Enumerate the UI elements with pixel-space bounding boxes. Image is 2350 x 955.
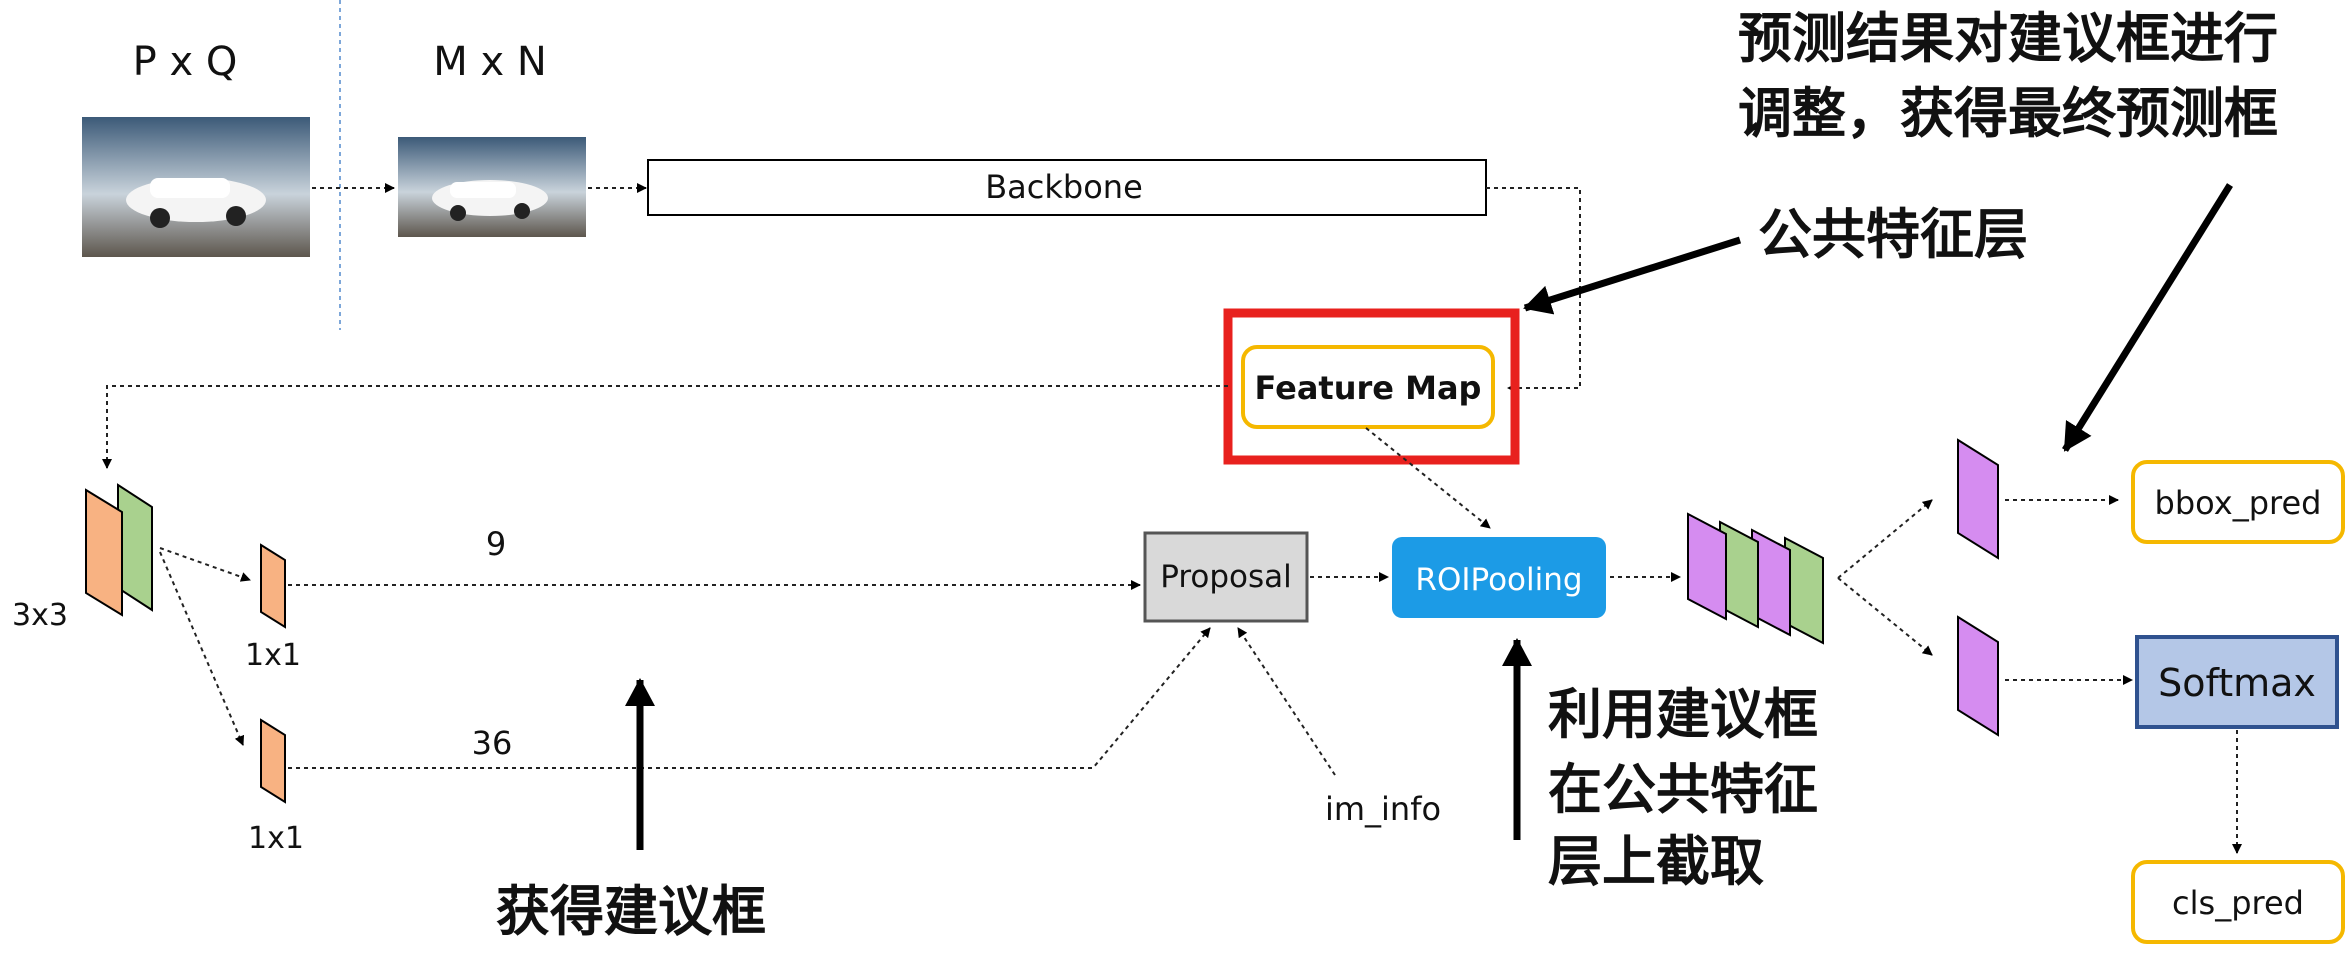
annotation-roi-line2: 在公共特征 bbox=[1548, 758, 1818, 821]
backbone-box bbox=[647, 159, 1487, 216]
fc-bbox bbox=[1957, 438, 1999, 560]
pooled-feature-purple-1 bbox=[1687, 512, 1727, 621]
arrow-bottom-to-proposal bbox=[288, 627, 1211, 769]
annotation-arrow-prediction bbox=[2062, 183, 2233, 452]
annotation-top-right-line2: 调整，获得最终预测框 bbox=[1738, 82, 2278, 145]
input-image-pxq bbox=[82, 117, 310, 257]
mxn-label: M x N bbox=[433, 39, 547, 85]
bbox-pred-label: bbox_pred bbox=[2155, 484, 2322, 522]
arrow-features-to-cls-head bbox=[1837, 577, 1933, 656]
annotation-top-right-line1: 预测结果对建议框进行 bbox=[1738, 7, 2278, 70]
im-info-label: im_info bbox=[1325, 790, 1441, 828]
bbox-pred-box bbox=[2131, 460, 2345, 544]
arrow-features-to-bbox-head bbox=[1837, 499, 1933, 579]
proposal-label: Proposal bbox=[1160, 559, 1292, 595]
proposal-box bbox=[1143, 531, 1309, 623]
softmax-label: Softmax bbox=[2158, 661, 2316, 705]
conv1-top-label: 1x1 bbox=[245, 638, 301, 673]
softmax-box bbox=[2135, 635, 2339, 729]
backbone-label: Backbone bbox=[985, 168, 1143, 206]
fc-cls bbox=[1957, 615, 1999, 737]
pxq-label: P x Q bbox=[133, 39, 238, 85]
conv3-orange bbox=[85, 488, 123, 617]
num36-label: 36 bbox=[472, 724, 513, 762]
annotation-roi-line1: 利用建议框 bbox=[1548, 683, 1818, 746]
feature-map-label: Feature Map bbox=[1255, 369, 1482, 407]
annotation-get-proposal: 获得建议框 bbox=[496, 880, 766, 943]
input-image-mxn bbox=[398, 137, 586, 237]
annotation-arrow-shared-feature bbox=[1523, 236, 1742, 315]
roipooling-box bbox=[1392, 537, 1606, 618]
arrow-conv3-to-top bbox=[159, 547, 251, 582]
feature-map-box bbox=[1241, 345, 1495, 429]
cls-pred-box bbox=[2131, 860, 2345, 944]
conv1-bottom-label: 1x1 bbox=[248, 821, 304, 856]
annotation-roi-line3: 层上截取 bbox=[1548, 830, 1764, 893]
arrow-backbone-to-feature-map bbox=[1486, 187, 1581, 393]
arrow-im-info-to-proposal bbox=[1237, 627, 1336, 776]
roipooling-label: ROIPooling bbox=[1415, 562, 1582, 598]
num9-label: 9 bbox=[486, 525, 506, 563]
annotation-shared-feature: 公共特征层 bbox=[1758, 203, 2028, 266]
conv3-label: 3x3 bbox=[12, 598, 68, 633]
arrow-feature-map-to-roi bbox=[1365, 427, 1491, 529]
arrow-feature-map-to-conv3 bbox=[102, 385, 1228, 469]
cls-pred-label: cls_pred bbox=[2172, 884, 2304, 922]
conv3-green bbox=[117, 483, 153, 612]
conv1-top bbox=[260, 543, 286, 629]
conv1-bottom bbox=[260, 718, 286, 804]
arrow-conv3-to-bottom bbox=[159, 551, 245, 746]
